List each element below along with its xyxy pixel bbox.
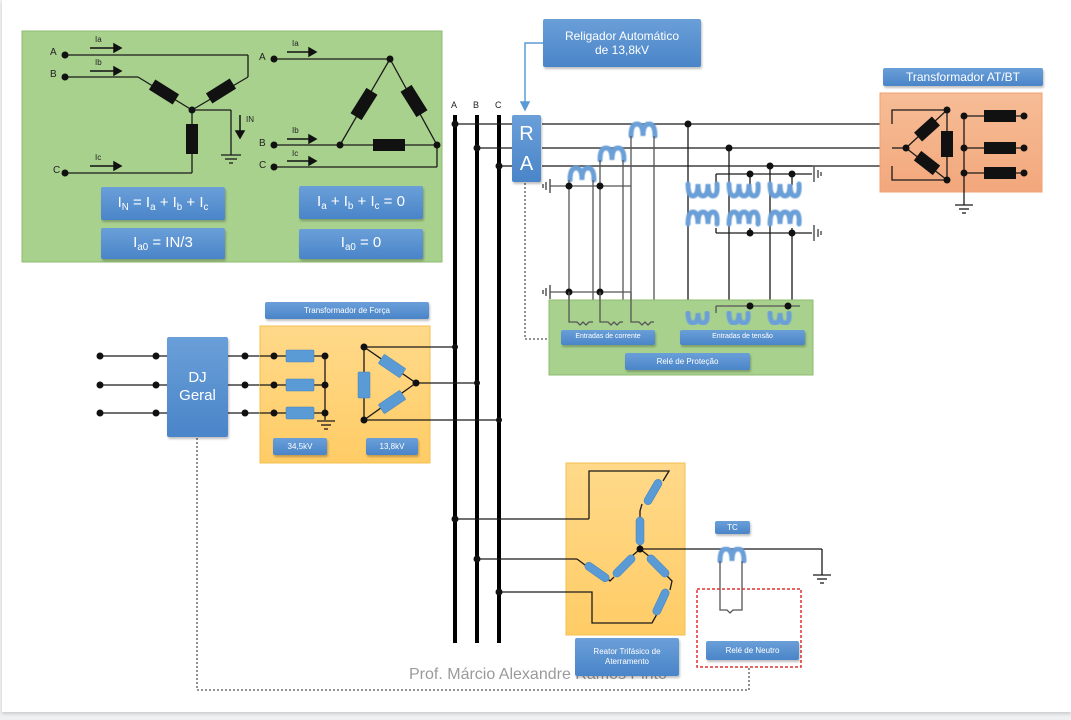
arrow-ia-delta bbox=[287, 46, 318, 58]
recloser-letter-r: R bbox=[519, 122, 534, 145]
delta-current-ib: Ib bbox=[292, 126, 299, 135]
reactor-ground-icon bbox=[813, 574, 831, 584]
pt-ground-icons bbox=[813, 166, 822, 241]
relay-voltage-inputs-label: Entradas de tensão bbox=[680, 330, 805, 345]
wye-current-ic: Ic bbox=[95, 153, 102, 162]
wye-current-ib: Ib bbox=[95, 58, 102, 67]
main-breaker[interactable]: DJ Geral bbox=[167, 337, 228, 437]
recloser-title: Religador Automático de 13,8kV bbox=[543, 19, 701, 67]
primary-voltage-label: 34,5kV bbox=[273, 438, 327, 455]
equation-wye-neutral-current: IN = Ia + Ib + Ic bbox=[101, 187, 225, 220]
relay-current-inputs-label: Entradas de corrente bbox=[561, 330, 655, 345]
neutral-relay-boundary bbox=[696, 588, 802, 668]
delta-terminal-b: B bbox=[259, 138, 266, 149]
equation-delta-zero-sequence: Ia0 = 0 bbox=[299, 229, 423, 259]
wye-impedance-a bbox=[205, 78, 237, 104]
main-breaker-line2: Geral bbox=[179, 387, 216, 404]
breaker-neutral-relay-control-link bbox=[196, 438, 750, 691]
neutral-relay-title: Relé de Neutro bbox=[706, 641, 799, 660]
ct-phase-a-coil bbox=[628, 121, 658, 139]
recloser-relay-control-link bbox=[524, 183, 549, 340]
neutral-ct-coil bbox=[717, 546, 747, 564]
recloser-title-line2: de 13,8kV bbox=[594, 43, 650, 57]
delta-terminal-a: A bbox=[259, 52, 266, 63]
recloser-letter-a: A bbox=[519, 152, 534, 175]
ct-phase-c-coil bbox=[567, 165, 597, 183]
power-transformer-ground-icon bbox=[317, 420, 335, 430]
arrow-ia-wye bbox=[90, 42, 123, 54]
arrow-in bbox=[234, 115, 246, 140]
arrow-ib-delta bbox=[287, 133, 318, 145]
delta-current-ia: Ia bbox=[292, 39, 299, 48]
wye-terminal-a: A bbox=[50, 47, 57, 58]
relay-voltage-input-coils bbox=[685, 310, 792, 326]
grounding-reactor-title: Reator Trifásico de Aterramento bbox=[575, 638, 679, 676]
concept-panel bbox=[21, 30, 443, 263]
potential-transformers bbox=[685, 181, 802, 227]
recloser-box[interactable]: R A bbox=[512, 115, 541, 182]
grounding-reactor-panel bbox=[451, 462, 831, 636]
delta-impedance-ab bbox=[350, 87, 378, 121]
wye-impedance-c bbox=[186, 124, 198, 154]
bus-label-b: B bbox=[473, 100, 480, 110]
ct-ground-icons bbox=[542, 179, 551, 299]
arrow-ic-delta bbox=[287, 155, 318, 167]
wye-neutral-current: IN bbox=[246, 115, 254, 124]
neutral-ct-label: TC bbox=[715, 521, 750, 534]
ct-phase-b-coil bbox=[597, 145, 627, 163]
wye-terminal-c: C bbox=[53, 165, 61, 176]
wye-impedance-b bbox=[148, 79, 180, 105]
equation-delta-current-sum: Ia + Ib + Ic = 0 bbox=[299, 186, 423, 219]
bus-label-a: A bbox=[451, 100, 458, 110]
delta-terminal-c: C bbox=[259, 160, 267, 171]
delta-impedance-bc bbox=[373, 139, 405, 151]
wye-current-ia: Ia bbox=[95, 35, 102, 44]
secondary-voltage-label: 13,8kV bbox=[366, 438, 418, 455]
wye-ground-icon bbox=[221, 154, 241, 164]
delta-current-ic: Ic bbox=[292, 149, 299, 158]
recloser-callout-arrow bbox=[519, 42, 543, 112]
at-bt-ground-icon bbox=[955, 204, 973, 214]
delta-impedance-ac bbox=[400, 84, 428, 118]
protection-relay-title: Relé de Proteção bbox=[625, 353, 750, 370]
wye-neutral-node bbox=[188, 106, 196, 114]
bus-label-c: C bbox=[495, 100, 502, 110]
arrow-ib-wye bbox=[90, 65, 123, 77]
arrow-ic-wye bbox=[90, 160, 123, 172]
transformer-at-bt-title: Transformador AT/BT bbox=[883, 68, 1043, 86]
power-transformer-title: Transformador de Força bbox=[265, 302, 429, 319]
wye-terminal-b: B bbox=[50, 69, 57, 80]
equation-wye-zero-sequence: Ia0 = IN/3 bbox=[101, 228, 225, 259]
transformer-at-bt-panel bbox=[879, 92, 1043, 214]
main-breaker-line1: DJ bbox=[188, 369, 207, 386]
current-transformers bbox=[567, 121, 658, 183]
main-bus bbox=[453, 115, 501, 643]
recloser-title-line1: Religador Automático bbox=[564, 28, 680, 43]
